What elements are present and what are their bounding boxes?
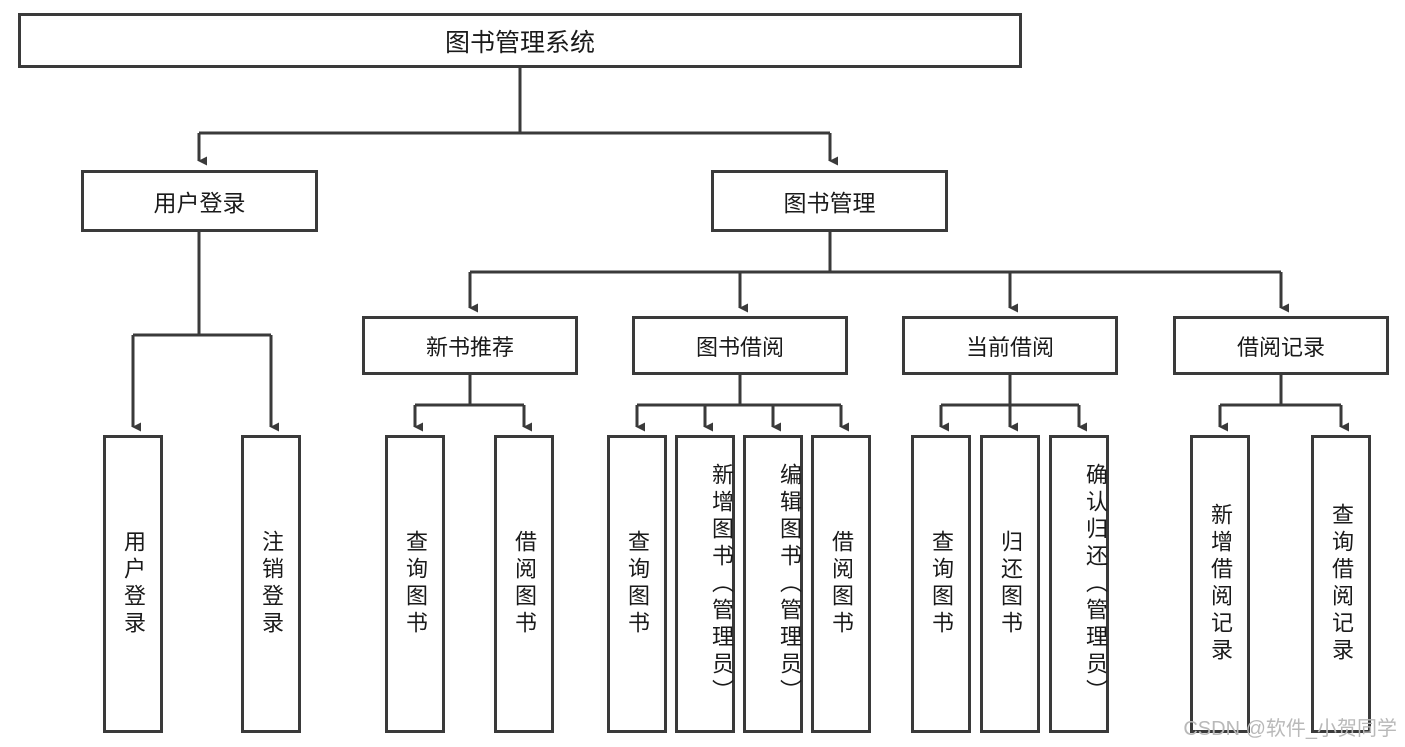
leaf-user-login-logout[interactable]: 注销登录 xyxy=(241,435,301,733)
node-borrow-record[interactable]: 借阅记录 xyxy=(1173,316,1389,375)
leaf-label: 新增借阅记录 xyxy=(1208,503,1233,665)
watermark-text: CSDN @软件_小贺同学 xyxy=(1183,718,1397,740)
leaf-label: 注销登录 xyxy=(259,530,284,638)
leaf-label: 用户登录 xyxy=(121,530,146,638)
leaf-current-borrow-query-book[interactable]: 查询图书 xyxy=(911,435,971,733)
node-book-management[interactable]: 图书管理 xyxy=(711,170,948,232)
node-label: 图书管理系统 xyxy=(444,28,595,57)
leaf-book-borrow-add-book-admin[interactable]: 新增图书（管理员） xyxy=(675,435,735,733)
node-label: 图书管理 xyxy=(783,190,876,216)
leaf-borrow-record-query-record[interactable]: 查询借阅记录 xyxy=(1311,435,1371,733)
leaf-new-book-query-book[interactable]: 查询图书 xyxy=(385,435,445,733)
node-label: 用户登录 xyxy=(153,190,246,216)
leaf-label: 新增图书（管理员） xyxy=(709,462,734,706)
leaf-new-book-borrow-book[interactable]: 借阅图书 xyxy=(494,435,554,733)
leaf-current-borrow-return-book[interactable]: 归还图书 xyxy=(980,435,1040,733)
leaf-label: 查询图书 xyxy=(625,530,650,638)
node-label: 借阅记录 xyxy=(1236,334,1325,360)
node-current-borrow[interactable]: 当前借阅 xyxy=(902,316,1118,375)
leaf-label: 归还图书 xyxy=(998,530,1023,638)
leaf-current-borrow-confirm-return-admin[interactable]: 确认归还（管理员） xyxy=(1049,435,1109,733)
leaf-label: 确认归还（管理员） xyxy=(1083,462,1108,706)
leaf-label: 编辑图书（管理员） xyxy=(777,462,802,706)
node-label: 图书借阅 xyxy=(695,334,784,360)
leaf-label: 查询借阅记录 xyxy=(1329,503,1354,665)
leaf-label: 查询图书 xyxy=(929,530,954,638)
leaf-book-borrow-query-book[interactable]: 查询图书 xyxy=(607,435,667,733)
node-root-book-management-system[interactable]: 图书管理系统 xyxy=(18,13,1022,68)
node-label: 当前借阅 xyxy=(965,334,1054,360)
node-user-login[interactable]: 用户登录 xyxy=(81,170,318,232)
node-book-borrow[interactable]: 图书借阅 xyxy=(632,316,848,375)
leaf-user-login-login[interactable]: 用户登录 xyxy=(103,435,163,733)
node-new-book-recommendation[interactable]: 新书推荐 xyxy=(362,316,578,375)
leaf-borrow-record-add-record[interactable]: 新增借阅记录 xyxy=(1190,435,1250,733)
node-label: 新书推荐 xyxy=(425,334,514,360)
leaf-book-borrow-borrow-book[interactable]: 借阅图书 xyxy=(811,435,871,733)
leaf-label: 借阅图书 xyxy=(829,530,854,638)
leaf-label: 查询图书 xyxy=(403,530,428,638)
leaf-book-borrow-edit-book-admin[interactable]: 编辑图书（管理员） xyxy=(743,435,803,733)
leaf-label: 借阅图书 xyxy=(512,530,537,638)
